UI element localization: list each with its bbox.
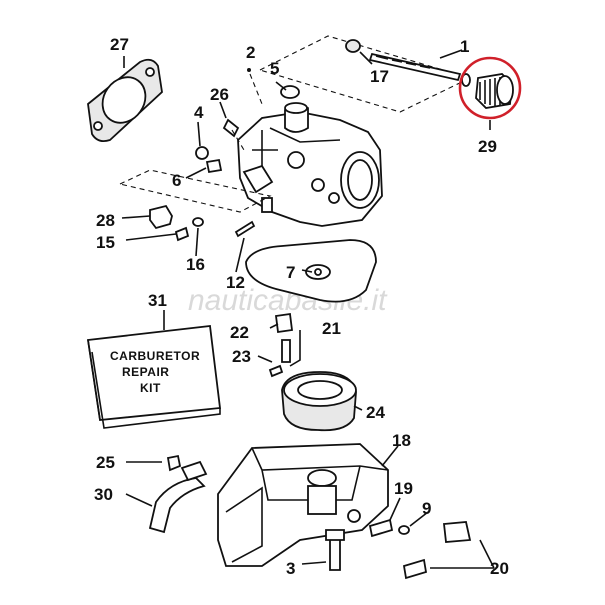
throttle-shaft — [258, 35, 472, 113]
callout-20: 20 — [490, 559, 509, 578]
callout-19: 19 — [394, 479, 413, 498]
kit-line3: KIT — [140, 381, 161, 395]
kit-line2: REPAIR — [122, 365, 169, 379]
callout-numbers: 1 2 3 4 5 6 7 9 12 15 16 17 18 19 20 21 … — [94, 35, 509, 578]
callout-23: 23 — [232, 347, 251, 366]
kit-line1: CARBURETOR — [110, 349, 200, 363]
callout-22: 22 — [230, 323, 249, 342]
gasket-part — [87, 58, 163, 143]
leader-lines — [121, 49, 495, 569]
callout-24: 24 — [366, 403, 385, 422]
callout-18: 18 — [392, 431, 411, 450]
repair-kit-box: CARBURETOR REPAIR KIT — [86, 325, 222, 429]
callout-16: 16 — [186, 255, 205, 274]
callout-1: 1 — [460, 37, 469, 56]
small-parts-top — [118, 68, 300, 242]
float-bowl — [217, 443, 389, 567]
callout-15: 15 — [96, 233, 115, 252]
callout-7: 7 — [286, 263, 295, 282]
callout-30: 30 — [94, 485, 113, 504]
callout-5: 5 — [270, 59, 279, 78]
callout-17: 17 — [370, 67, 389, 86]
needle-valve — [268, 312, 294, 378]
float-gasket — [245, 239, 377, 303]
highlight-circle — [458, 56, 522, 120]
knob-part — [475, 73, 514, 109]
callout-26: 26 — [210, 85, 229, 104]
callout-29: 29 — [478, 137, 497, 156]
callout-6: 6 — [172, 171, 181, 190]
callout-3: 3 — [286, 559, 295, 578]
small-parts-bottom — [325, 518, 472, 580]
bowl-bracket — [148, 454, 208, 534]
callout-12: 12 — [226, 273, 245, 292]
float-part — [281, 371, 357, 432]
callout-31: 31 — [148, 291, 167, 310]
callout-21: 21 — [322, 319, 341, 338]
carburetor-body — [237, 102, 383, 227]
callout-28: 28 — [96, 211, 115, 230]
callout-25: 25 — [96, 453, 115, 472]
callout-4: 4 — [194, 103, 204, 122]
callout-27: 27 — [110, 35, 129, 54]
callout-2: 2 — [246, 43, 255, 62]
callout-9: 9 — [422, 499, 431, 518]
